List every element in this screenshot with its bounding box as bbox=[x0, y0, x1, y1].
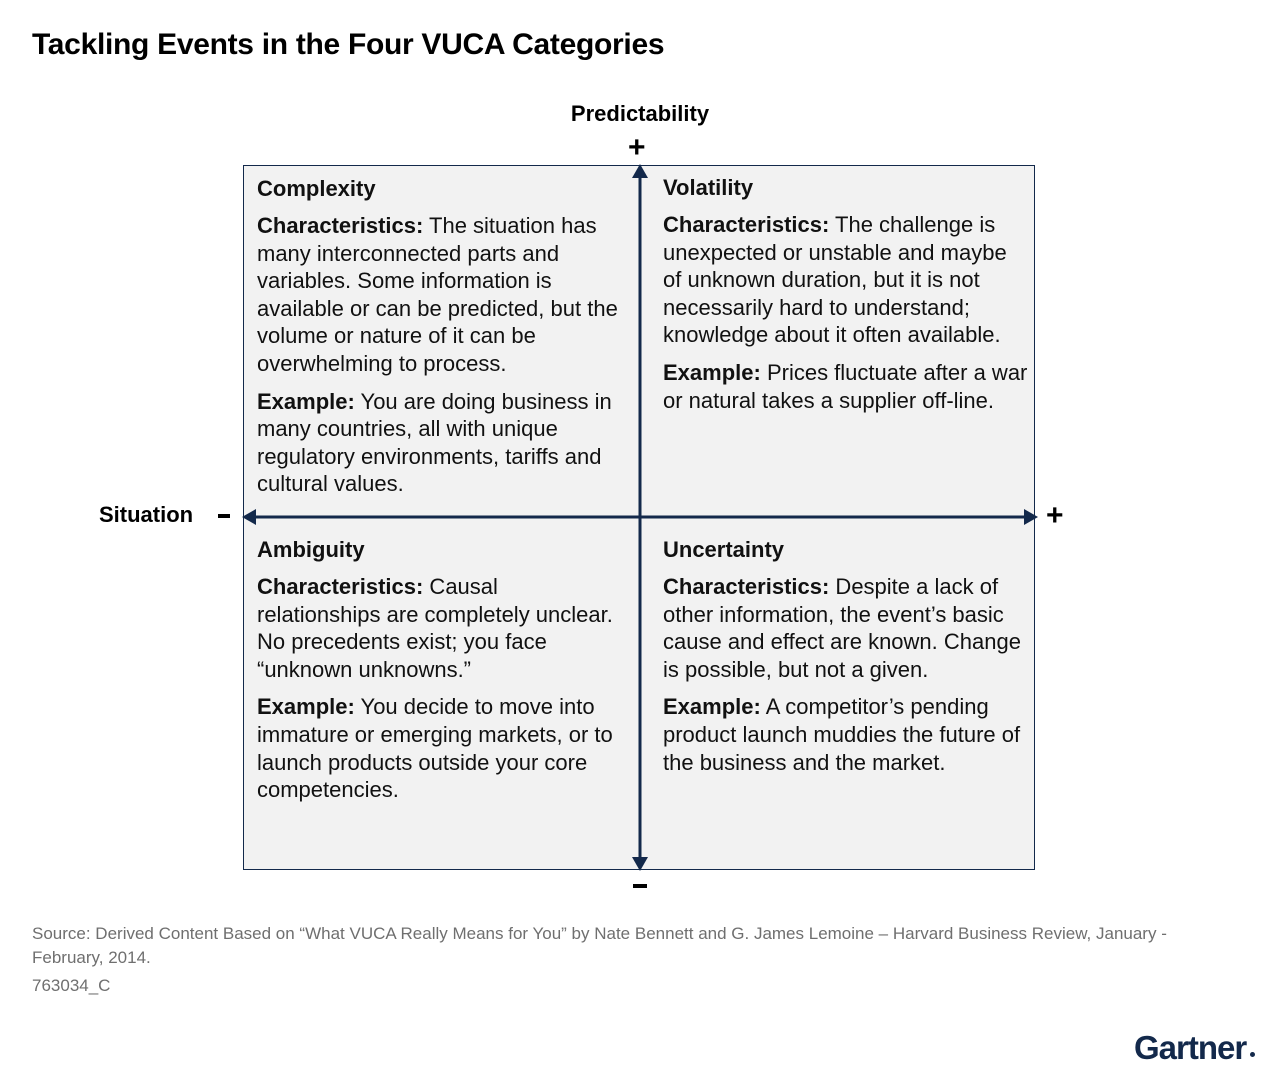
example-label: Example: bbox=[663, 359, 761, 385]
quadrant-title: Ambiguity bbox=[257, 537, 365, 562]
characteristics-label: Characteristics: bbox=[257, 213, 424, 238]
bottom-minus-sign bbox=[631, 870, 649, 900]
page-title: Tackling Events in the Four VUCA Categor… bbox=[32, 28, 665, 61]
source-note: Source: Derived Content Based on “What V… bbox=[32, 924, 1167, 967]
example-label: Example: bbox=[257, 388, 355, 414]
characteristics-paragraph: Characteristics: The situation has many … bbox=[257, 212, 622, 378]
example-text: A competitor’s pending product launch mu… bbox=[663, 694, 1021, 775]
quadrant-title: Volatility bbox=[663, 175, 754, 200]
quadrant-volatility: Volatility Characteristics: The challeng… bbox=[663, 175, 1028, 424]
characteristics-paragraph: Characteristics: Causal relationships ar… bbox=[257, 573, 622, 683]
vertical-axis-label: Predictability bbox=[570, 101, 710, 126]
document-id: 763034_C bbox=[32, 976, 111, 995]
horizontal-axis-label: Situation bbox=[99, 502, 194, 527]
characteristics-label: Characteristics: bbox=[257, 574, 424, 599]
example-paragraph: Example: You are doing business in many … bbox=[257, 388, 622, 498]
top-plus-sign: + bbox=[628, 131, 646, 164]
characteristics-paragraph: Characteristics: Despite a lack of other… bbox=[663, 573, 1028, 683]
quadrant-uncertainty: Uncertainty Characteristics: Despite a l… bbox=[663, 537, 1028, 786]
characteristics-paragraph: Characteristics: The challenge is unexpe… bbox=[663, 211, 1028, 349]
characteristics-text: The situation has many interconnected pa… bbox=[257, 213, 618, 376]
quadrant-title: Uncertainty bbox=[663, 537, 785, 562]
example-paragraph: Example: Prices fluctuate after a war or… bbox=[663, 359, 1028, 414]
left-minus-sign bbox=[216, 500, 232, 530]
characteristics-label: Characteristics: bbox=[663, 574, 830, 599]
characteristics-text: The challenge is unexpected or unstable … bbox=[663, 212, 1007, 348]
characteristics-label: Characteristics: bbox=[663, 212, 830, 237]
example-text: Prices fluctuate after a war or natural … bbox=[663, 359, 1028, 413]
quadrant-title: Complexity bbox=[257, 176, 376, 201]
quadrant-ambiguity: Ambiguity Characteristics: Causal relati… bbox=[257, 537, 622, 814]
characteristics-text: Despite a lack of other information, the… bbox=[663, 574, 1021, 682]
example-label: Example: bbox=[257, 694, 355, 720]
example-text: You decide to move into immature or emer… bbox=[257, 694, 613, 803]
quadrant-complexity: Complexity Characteristics: The situatio… bbox=[257, 176, 622, 508]
right-plus-sign: + bbox=[1046, 499, 1064, 532]
example-paragraph: Example: You decide to move into immatur… bbox=[257, 693, 622, 803]
example-label: Example: bbox=[663, 694, 761, 720]
example-paragraph: Example: A competitor’s pending product … bbox=[663, 693, 1028, 776]
logo-dot bbox=[1250, 1052, 1255, 1057]
gartner-logo: Gartner bbox=[1134, 1029, 1247, 1066]
characteristics-text: Causal relationships are completely uncl… bbox=[257, 574, 613, 682]
example-text: You are doing business in many countries… bbox=[257, 388, 612, 497]
